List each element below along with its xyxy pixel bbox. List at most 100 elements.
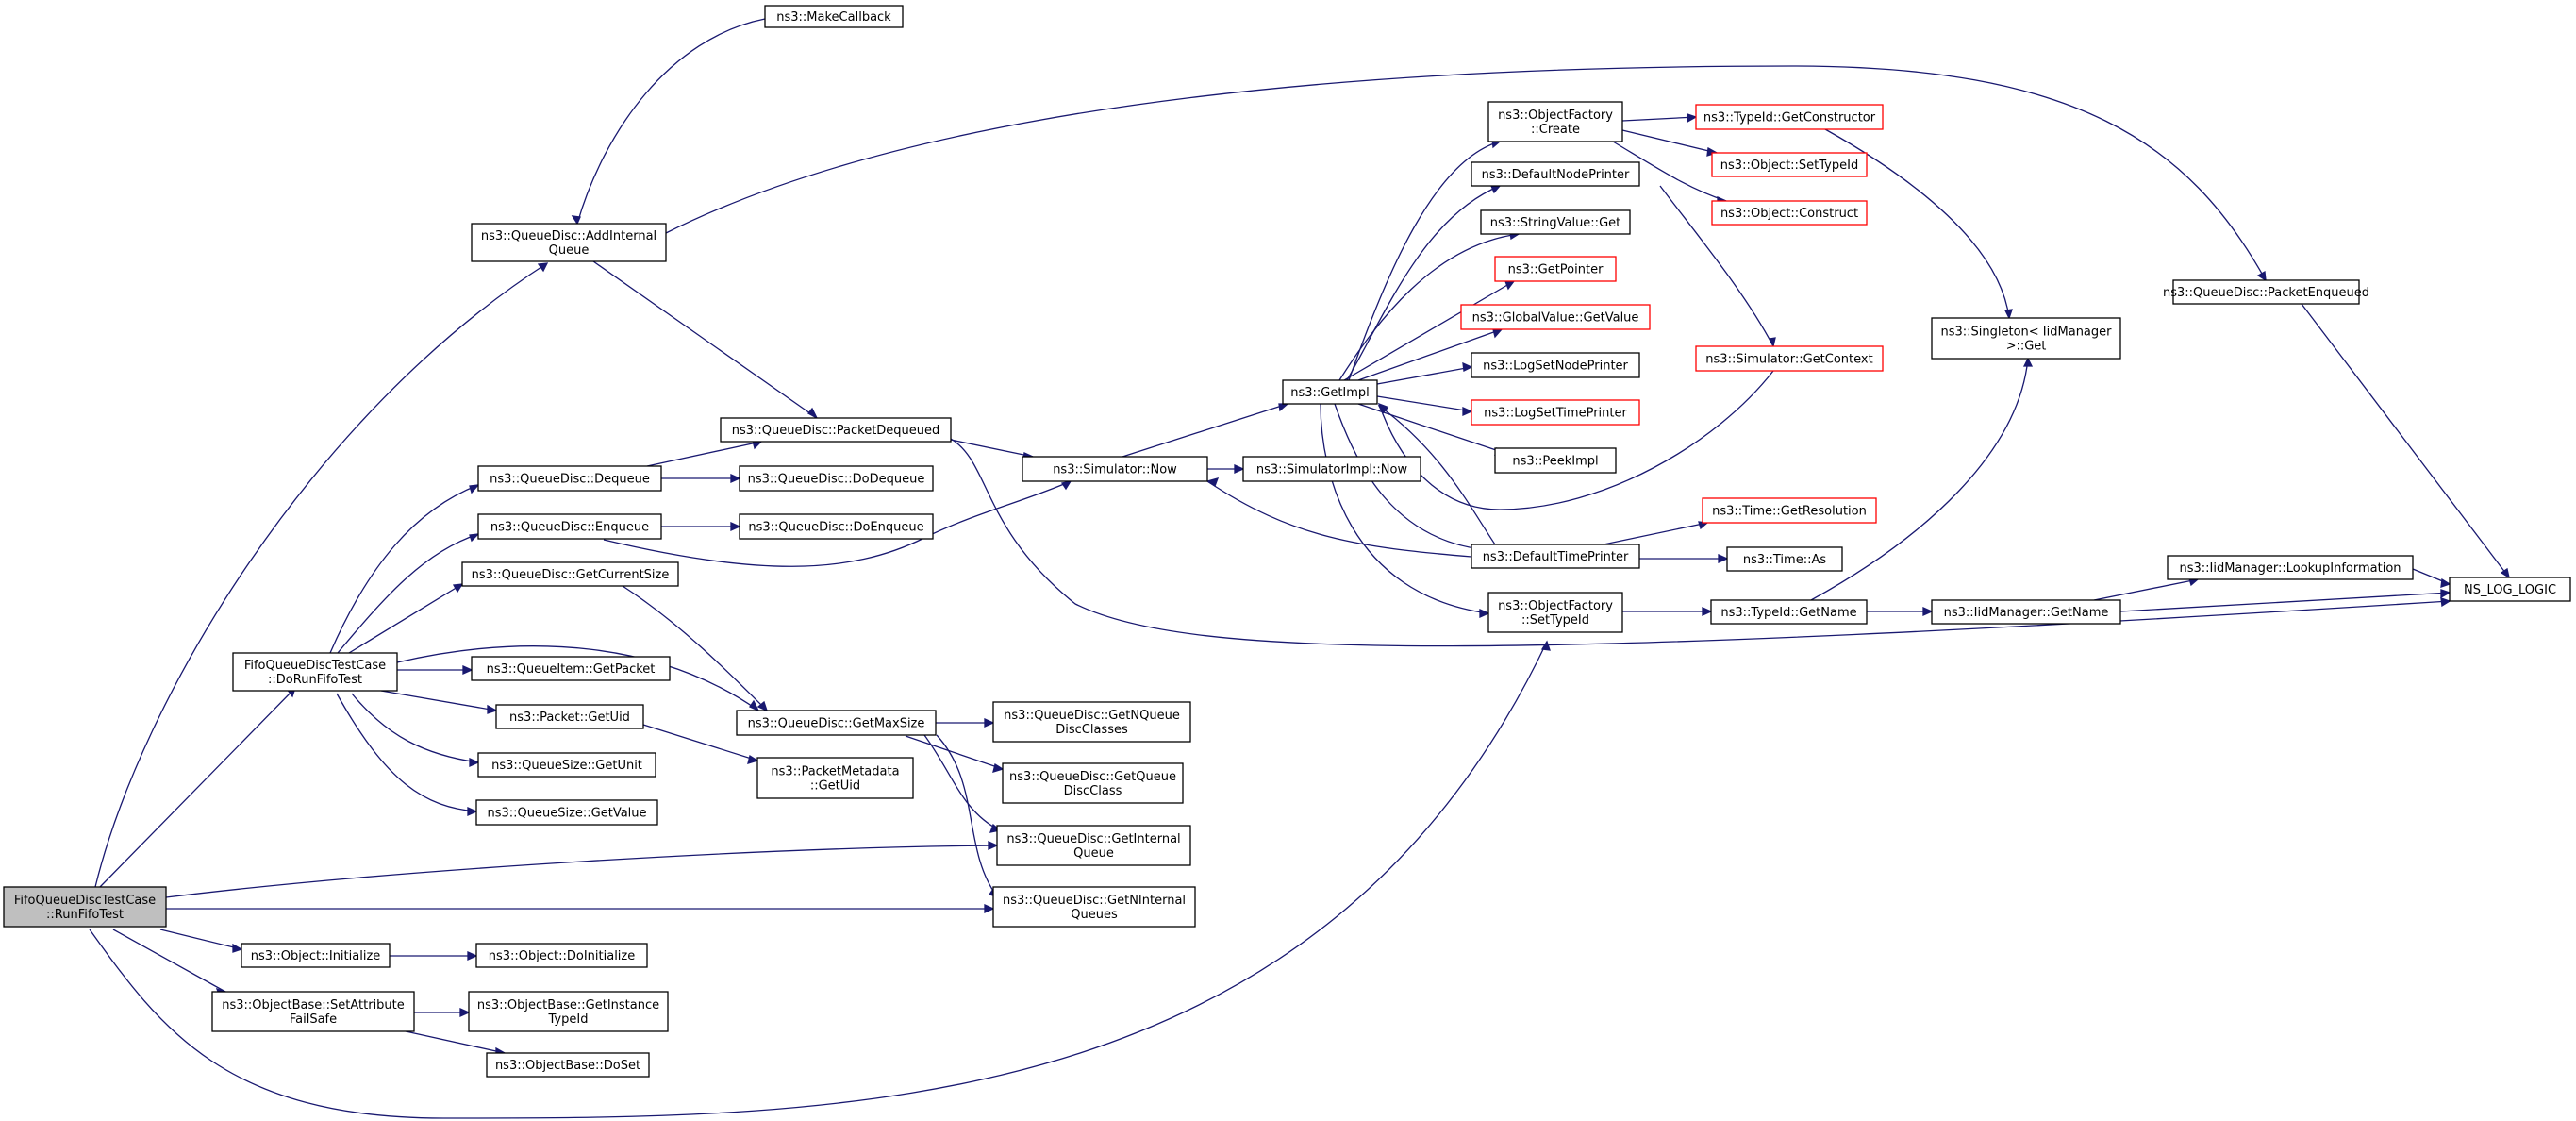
node-label: ns3::ObjectBase::DoSet <box>495 1059 640 1073</box>
node-root[interactable]: FifoQueueDiscTestCase::RunFifoTest <box>3 886 167 928</box>
node-objdoinit[interactable]: ns3::Object::DoInitialize <box>475 943 648 968</box>
edge-line <box>94 262 548 888</box>
node-label: ::RunFifoTest <box>46 908 124 922</box>
edge-arrowhead <box>1490 185 1502 194</box>
node-label: ns3::QueueDisc::AddInternal <box>481 229 656 243</box>
node-objsettid[interactable]: ns3::Object::SetTypeId <box>1711 152 1868 177</box>
node-doenq[interactable]: ns3::QueueDisc::DoEnqueue <box>739 513 934 540</box>
edge-arrowhead <box>1377 402 1388 413</box>
node-pktenq[interactable]: ns3::QueueDisc::PacketEnqueued <box>2163 279 2369 305</box>
edge-dorun-to-deq <box>329 484 480 654</box>
node-timeres[interactable]: ns3::Time::GetResolution <box>1702 497 1877 524</box>
node-getimpl[interactable]: ns3::GetImpl <box>1282 379 1378 405</box>
node-box <box>2449 577 2571 602</box>
node-pktdeq[interactable]: ns3::QueueDisc::PacketDequeued <box>720 417 952 443</box>
edge-line <box>99 687 296 888</box>
node-label: DiscClasses <box>1055 723 1128 737</box>
edge-curr-to-maxsz <box>622 585 769 712</box>
node-nslog[interactable]: NS_LOG_LOGIC <box>2449 577 2571 602</box>
node-box <box>1487 592 1623 633</box>
node-singleton[interactable]: ns3::Singleton< IidManager>::Get <box>1931 317 2121 360</box>
node-gvget[interactable]: ns3::GlobalValue::GetValue <box>1460 304 1651 330</box>
edge-line <box>1659 185 1774 347</box>
edge-line <box>936 734 998 897</box>
node-box <box>477 513 662 540</box>
node-label: ns3::Object::SetTypeId <box>1720 159 1858 173</box>
node-dodeq[interactable]: ns3::QueueDisc::DoDequeue <box>739 465 934 492</box>
node-deftimeprn[interactable]: ns3::DefaultTimePrinter <box>1471 544 1640 569</box>
edge-line <box>1348 141 1501 381</box>
node-logsettime[interactable]: ns3::LogSetTimePrinter <box>1471 399 1640 426</box>
node-strvalget[interactable]: ns3::StringValue::Get <box>1480 209 1631 235</box>
node-doset[interactable]: ns3::ObjectBase::DoSet <box>486 1052 650 1078</box>
node-logsetnode[interactable]: ns3::LogSetNodePrinter <box>1471 352 1640 378</box>
edge-arrowhead <box>1462 406 1473 417</box>
node-enq[interactable]: ns3::QueueDisc::Enqueue <box>477 513 662 540</box>
node-label: ns3::Time::As <box>1743 553 1827 567</box>
node-ofsettid[interactable]: ns3::ObjectFactory::SetTypeId <box>1487 592 1623 633</box>
node-objinit[interactable]: ns3::Object::Initialize <box>241 943 391 968</box>
edge-root-to-setattr <box>112 929 227 998</box>
node-box <box>461 561 679 587</box>
node-box <box>475 799 658 826</box>
node-qsunit[interactable]: ns3::QueueSize::GetUnit <box>477 752 656 778</box>
call-graph-edges <box>89 18 2510 1119</box>
edge-line <box>1320 403 1489 614</box>
node-iidlookup[interactable]: ns3::IidManager::LookupInformation <box>2167 555 2414 580</box>
node-label: ns3::GetPointer <box>1508 263 1604 277</box>
node-dorun[interactable]: FifoQueueDiscTestCase::DoRunFifoTest <box>232 652 398 692</box>
edge-maxsz-to-intq <box>923 734 1002 833</box>
edge-arrowhead <box>2500 567 2510 579</box>
node-getptr[interactable]: ns3::GetPointer <box>1494 256 1617 282</box>
node-pmuid[interactable]: ns3::PacketMetadata::GetUid <box>756 757 914 799</box>
node-getpkt[interactable]: ns3::QueueItem::GetPacket <box>471 656 671 681</box>
node-label: ns3::GetImpl <box>1290 386 1370 400</box>
node-box <box>241 943 391 968</box>
node-box <box>992 701 1191 743</box>
node-getuid[interactable]: ns3::Packet::GetUid <box>495 704 644 729</box>
node-tidctor[interactable]: ns3::TypeId::GetConstructor <box>1695 104 1884 130</box>
edge-line <box>2119 592 2451 612</box>
node-box <box>1494 256 1617 282</box>
edge-getimpl-to-logsettime <box>1376 395 1473 417</box>
node-makecb[interactable]: ns3::MakeCallback <box>764 5 904 28</box>
edge-line <box>622 585 768 711</box>
node-iidname[interactable]: ns3::IidManager::GetName <box>1931 599 2121 625</box>
node-peekimpl[interactable]: ns3::PeekImpl <box>1494 447 1617 474</box>
node-simimplnow[interactable]: ns3::SimulatorImpl::Now <box>1242 456 1421 482</box>
node-simnow[interactable]: ns3::Simulator::Now <box>1022 456 1208 482</box>
edge-arrowhead <box>2440 577 2451 588</box>
node-simctx[interactable]: ns3::Simulator::GetContext <box>1695 345 1884 372</box>
edge-ofsettid-to-tidname <box>1622 606 1713 617</box>
node-box <box>2167 555 2414 580</box>
node-box <box>1471 544 1640 569</box>
node-objconstruct[interactable]: ns3::Object::Construct <box>1711 200 1868 226</box>
edge-arrowhead <box>452 583 464 594</box>
node-label: ns3::QueueDisc::GetNQueue <box>1004 709 1180 723</box>
node-tidname[interactable]: ns3::TypeId::GetName <box>1710 599 1868 625</box>
node-label: ns3::Simulator::GetContext <box>1705 353 1872 367</box>
node-ofcreate[interactable]: ns3::ObjectFactory::Create <box>1487 101 1623 142</box>
node-label: ns3::Packet::GetUid <box>509 711 630 725</box>
node-timeas[interactable]: ns3::Time::As <box>1726 546 1843 572</box>
node-label: ns3::QueueDisc::GetInternal <box>1006 832 1180 846</box>
edge-root-to-objinit <box>159 929 243 953</box>
edge-arrowhead <box>1278 403 1289 412</box>
node-curr[interactable]: ns3::QueueDisc::GetCurrentSize <box>461 561 679 587</box>
edge-line <box>905 735 1004 770</box>
node-defnodeprn[interactable]: ns3::DefaultNodePrinter <box>1471 161 1640 187</box>
node-qsval[interactable]: ns3::QueueSize::GetValue <box>475 799 658 826</box>
node-label: ::SetTypeId <box>1521 613 1589 627</box>
node-deq[interactable]: ns3::QueueDisc::Dequeue <box>477 465 662 492</box>
edge-line <box>1810 358 2029 601</box>
node-box <box>2172 279 2360 305</box>
edge-root-to-addint <box>94 262 549 888</box>
node-maxsz[interactable]: ns3::QueueDisc::GetMaxSize <box>736 710 937 736</box>
